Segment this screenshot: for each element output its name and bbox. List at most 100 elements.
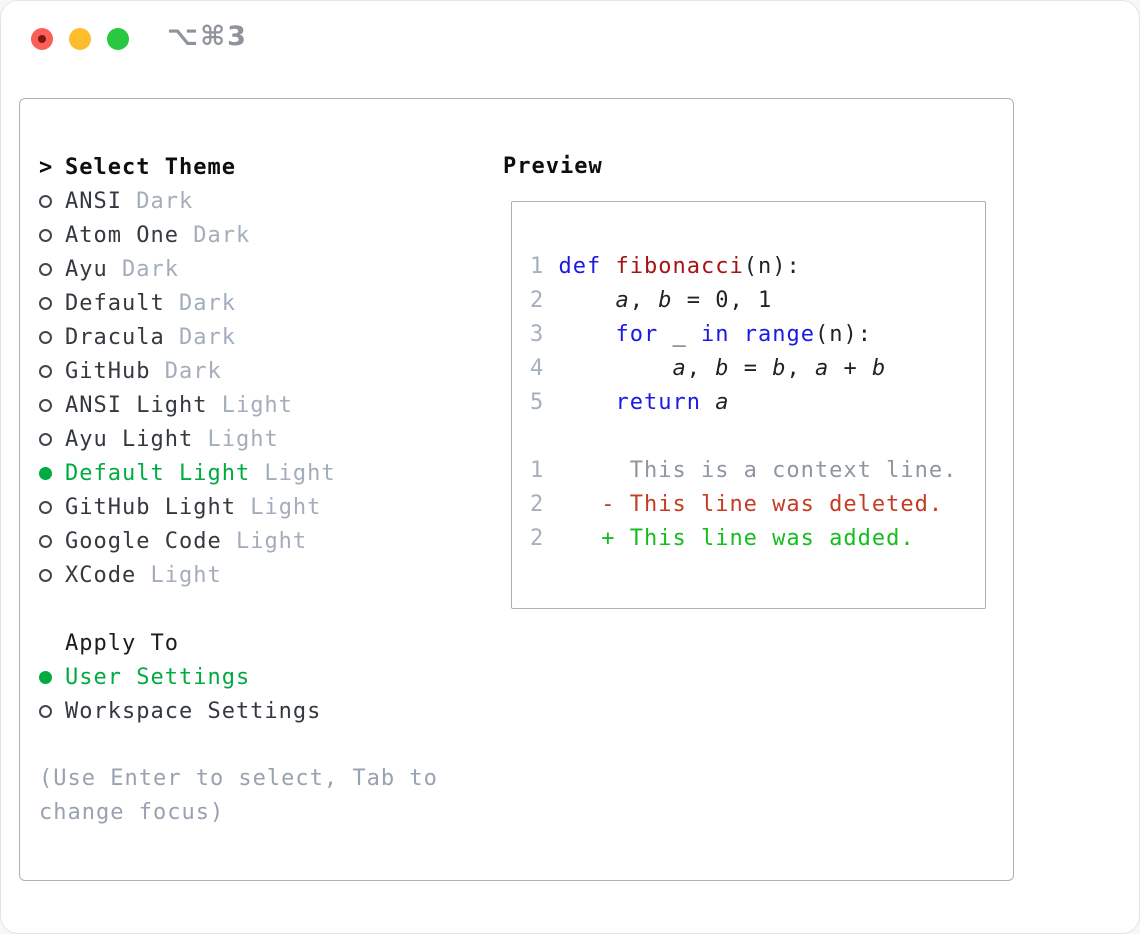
code-line: [530, 420, 985, 454]
code-token: (n):: [814, 322, 872, 347]
code-line: 1 def fibonacci(n):: [530, 250, 985, 284]
help-text-line-2: change focus): [39, 800, 225, 825]
radio-unselected-icon: [39, 228, 52, 242]
theme-variant: Dark: [150, 358, 222, 384]
theme-option-label: Google Code Light: [65, 529, 307, 554]
radio-unselected-icon: [39, 704, 52, 718]
code-token: _: [658, 322, 701, 347]
apply-option-workspace-settings[interactable]: Workspace Settings: [39, 694, 489, 728]
code-line: 1 This is a context line.: [530, 454, 985, 488]
radio-unselected-icon: [39, 296, 52, 310]
theme-option-label: XCode Light: [65, 563, 222, 588]
radio-icon: [39, 568, 65, 582]
code-line: 5 return a: [530, 386, 985, 420]
code-token: [559, 288, 616, 313]
theme-option-default-light[interactable]: Default Light Light: [39, 456, 489, 490]
help-text-line-1: (Use Enter to select, Tab to: [39, 766, 438, 791]
titlebar: ⌥⌘3: [1, 1, 1139, 77]
minimize-button[interactable]: [69, 28, 91, 50]
apply-option-name: Workspace Settings: [65, 698, 322, 724]
theme-variant: Light: [193, 426, 279, 452]
theme-option-google-code[interactable]: Google Code Light: [39, 524, 489, 558]
radio-icon: [39, 704, 65, 718]
theme-option-xcode[interactable]: XCode Light: [39, 558, 489, 592]
theme-option-ansi-light[interactable]: ANSI Light Light: [39, 388, 489, 422]
theme-option-dracula[interactable]: Dracula Dark: [39, 320, 489, 354]
theme-option-ansi[interactable]: ANSI Dark: [39, 184, 489, 218]
code-token: def: [558, 254, 602, 279]
radio-unselected-icon: [39, 398, 52, 412]
code-token: b: [658, 288, 673, 313]
radio-icon: [39, 534, 65, 548]
theme-option-github-light[interactable]: GitHub Light Light: [39, 490, 489, 524]
code-token: b: [715, 356, 730, 381]
theme-option-github[interactable]: GitHub Dark: [39, 354, 489, 388]
radio-icon: [39, 670, 65, 684]
radio-unselected-icon: [39, 330, 52, 344]
spacer: [39, 728, 489, 762]
theme-option-label: GitHub Dark: [65, 359, 222, 384]
theme-name: Default: [65, 290, 165, 316]
theme-name: Dracula: [65, 324, 165, 350]
code-token: ,: [629, 288, 659, 313]
preview-title: Preview: [503, 154, 603, 179]
theme-option-label: Atom One Dark: [65, 223, 250, 248]
radio-icon: [39, 194, 65, 208]
theme-variant: Dark: [164, 290, 236, 316]
theme-name: GitHub Light: [65, 494, 236, 520]
code-token: = 0, 1: [672, 288, 773, 313]
code-line: 4 a, b = b, a + b: [530, 352, 985, 386]
theme-list-header: > Select Theme: [39, 150, 489, 184]
theme-name: Google Code: [65, 528, 222, 554]
code-token: This is a context line.: [558, 458, 958, 483]
theme-option-atom-one[interactable]: Atom One Dark: [39, 218, 489, 252]
radio-selected-icon: [39, 466, 52, 480]
line-number: 2: [530, 492, 559, 517]
line-number: 4: [530, 356, 559, 381]
code-token: fibonacci: [615, 254, 744, 279]
line-number: [530, 424, 559, 449]
line-number: 1: [530, 254, 559, 279]
radio-selected-icon: [39, 670, 52, 684]
code-token: (n):: [743, 254, 801, 279]
close-button[interactable]: [31, 28, 53, 50]
theme-name: ANSI Light: [65, 392, 208, 418]
theme-variant: Dark: [121, 188, 194, 214]
radio-unselected-icon: [39, 534, 52, 548]
zoom-button[interactable]: [107, 28, 129, 50]
code-token: for: [615, 322, 659, 347]
apply-option-user-settings[interactable]: User Settings: [39, 660, 489, 694]
code-token: +: [829, 356, 872, 381]
theme-option-ayu-light[interactable]: Ayu Light Light: [39, 422, 489, 456]
code-token: a: [715, 390, 730, 415]
line-number: 5: [530, 390, 559, 415]
radio-unselected-icon: [39, 364, 52, 378]
theme-option-default[interactable]: Default Dark: [39, 286, 489, 320]
code-token: [559, 356, 673, 381]
code-token: [559, 322, 616, 347]
apply-to-title: Apply To: [65, 630, 179, 656]
code-token: a: [615, 288, 630, 313]
code-line: 2 - This line was deleted.: [530, 488, 985, 522]
apply-option-name: User Settings: [65, 664, 251, 690]
code-line: 2 a, b = 0, 1: [530, 284, 985, 318]
theme-variant: Light: [136, 562, 222, 588]
apply-option-label: User Settings: [65, 665, 250, 690]
radio-icon: [39, 500, 65, 514]
radio-icon: [39, 364, 65, 378]
apply-to-header: Apply To: [39, 626, 489, 660]
radio-icon: [39, 466, 65, 480]
theme-option-ayu[interactable]: Ayu Dark: [39, 252, 489, 286]
theme-list-title: Select Theme: [65, 154, 236, 180]
code-token: + This line was added.: [558, 526, 915, 551]
theme-variant: Dark: [164, 324, 236, 350]
radio-icon: [39, 296, 65, 310]
line-number: 1: [530, 458, 559, 483]
code-line: 2 + This line was added.: [530, 522, 985, 556]
theme-option-label: Ayu Dark: [65, 257, 179, 282]
code-token: a: [814, 356, 830, 381]
code-token: [729, 322, 743, 347]
code-line: 3 for _ in range(n):: [530, 318, 985, 352]
code-token: [701, 390, 715, 415]
